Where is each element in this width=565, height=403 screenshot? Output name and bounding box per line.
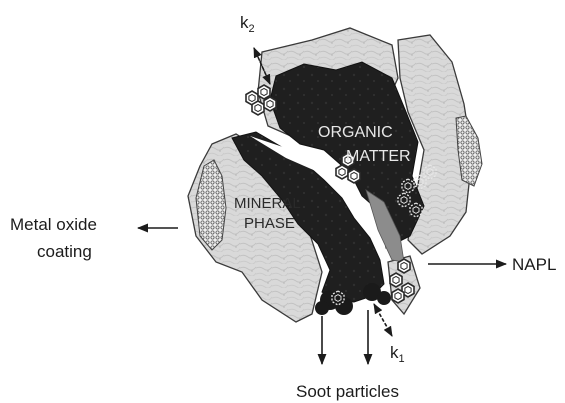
label-metal-oxide-coating: Metal oxide coating — [10, 215, 102, 261]
label-k2: k2 — [240, 13, 255, 35]
label-k1: k1 — [390, 343, 405, 365]
label-napl: NAPL — [512, 255, 556, 274]
label-soot-particles: Soot particles — [296, 382, 399, 401]
